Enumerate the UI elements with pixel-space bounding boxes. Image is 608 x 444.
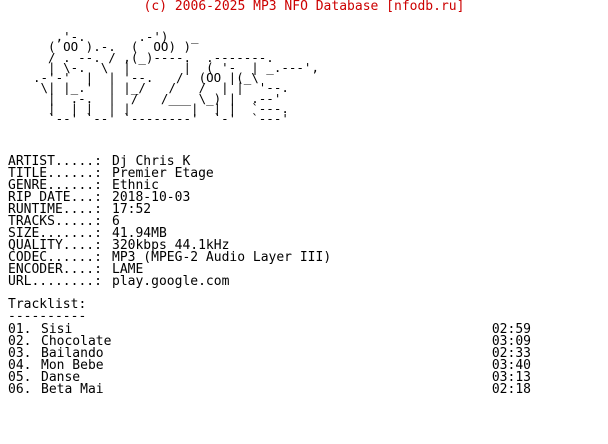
info-value: Dj Chris K xyxy=(112,154,191,169)
info-key: QUALITY....: xyxy=(8,238,102,253)
info-value: Ethnic xyxy=(112,178,159,193)
track-row: 01. Sisi 02:59 xyxy=(8,322,531,337)
track-title: Bailando xyxy=(41,346,104,361)
info-value: 6 xyxy=(112,214,120,229)
track-row: 02. Chocolate 03:09 xyxy=(8,334,531,349)
track-number: 06. xyxy=(8,382,32,397)
info-row: URL........: play.google.com xyxy=(8,274,331,289)
info-key: SIZE.......: xyxy=(8,226,102,241)
nfodb-header: (c) 2006-2025 MP3 NFO Database [nfodb.ru… xyxy=(143,0,465,14)
info-key: URL........: xyxy=(8,274,102,289)
track-number: 01. xyxy=(8,322,32,337)
track-duration: 02:18 xyxy=(491,382,531,397)
track-number: 02. xyxy=(8,334,32,349)
info-value: 2018-10-03 xyxy=(112,190,191,205)
info-value: MP3 (MPEG-2 Audio Layer III) xyxy=(112,250,332,265)
info-key: CODEC......: xyxy=(8,250,102,265)
track-row: 03. Bailando 02:33 xyxy=(8,346,531,361)
release-info: ARTIST.....: Dj Chris K TITLE......: Premie… xyxy=(8,154,332,289)
track-duration: 03:40 xyxy=(491,358,531,373)
info-key: GENRE......: xyxy=(8,178,102,193)
track-number: 04. xyxy=(8,358,32,373)
info-value: Premier Etage xyxy=(112,166,214,181)
track-duration: 03:13 xyxy=(491,370,531,385)
info-value: LAME xyxy=(112,262,144,277)
track-duration: 02:59 xyxy=(491,322,531,337)
track-title: Chocolate xyxy=(41,334,112,349)
info-key: RIP DATE...: xyxy=(8,190,102,205)
tracklist-heading: Tracklist: xyxy=(8,297,87,312)
track-title: Mon Bebe xyxy=(41,358,104,373)
info-value: 320kbps 44.1kHz xyxy=(112,238,230,253)
info-row: QUALITY....: 320kbps 44.1kHz xyxy=(8,238,331,253)
info-key: TRACKS.....: xyxy=(8,214,102,229)
info-value: 41.94MB xyxy=(112,226,167,241)
info-row: TITLE......: Premier Etage xyxy=(8,166,331,181)
info-row: TRACKS.....: 6 xyxy=(8,214,331,229)
tracklist-divider: ---------- xyxy=(8,309,87,324)
track-title: Danse xyxy=(41,370,81,385)
info-key: ENCODER....: xyxy=(8,262,102,277)
info-key: RUNTIME....: xyxy=(8,202,102,217)
track-row: 05. Danse 03:13 xyxy=(8,370,531,385)
track-number: 05. xyxy=(8,370,32,385)
info-row: SIZE.......: 41.94MB xyxy=(8,226,331,241)
info-row: ARTIST.....: Dj Chris K xyxy=(8,154,331,169)
info-row: ENCODER....: LAME xyxy=(8,262,331,277)
info-value: play.google.com xyxy=(112,274,230,289)
info-row: CODEC......: MP3 (MPEG-2 Audio Layer III) xyxy=(8,250,332,265)
info-row: RIP DATE...: 2018-10-03 xyxy=(8,190,331,205)
track-number: 03. xyxy=(8,346,32,361)
info-key: TITLE......: xyxy=(8,166,102,181)
info-key: ARTIST.....: xyxy=(8,154,102,169)
track-title: Beta Mai xyxy=(41,382,104,397)
info-value: 17:52 xyxy=(112,202,152,217)
track-title: Sisi xyxy=(41,322,73,337)
track-duration: 02:33 xyxy=(491,346,531,361)
tracklist: 01. Sisi 02:59 02. Chocolate 03:09 03. Bailando… xyxy=(8,322,531,397)
track-row: 04. Mon Bebe 03:40 xyxy=(8,358,531,373)
track-duration: 03:09 xyxy=(491,334,531,349)
track-row: 06. Beta Mai 02:18 xyxy=(8,382,531,397)
info-row: RUNTIME....: 17:52 xyxy=(8,202,331,217)
ascii-art-logo: ,'-. .-') _ ( OO ).-. ( OO) ) / . --. / … xyxy=(33,29,319,127)
info-row: GENRE......: Ethnic xyxy=(8,178,331,193)
